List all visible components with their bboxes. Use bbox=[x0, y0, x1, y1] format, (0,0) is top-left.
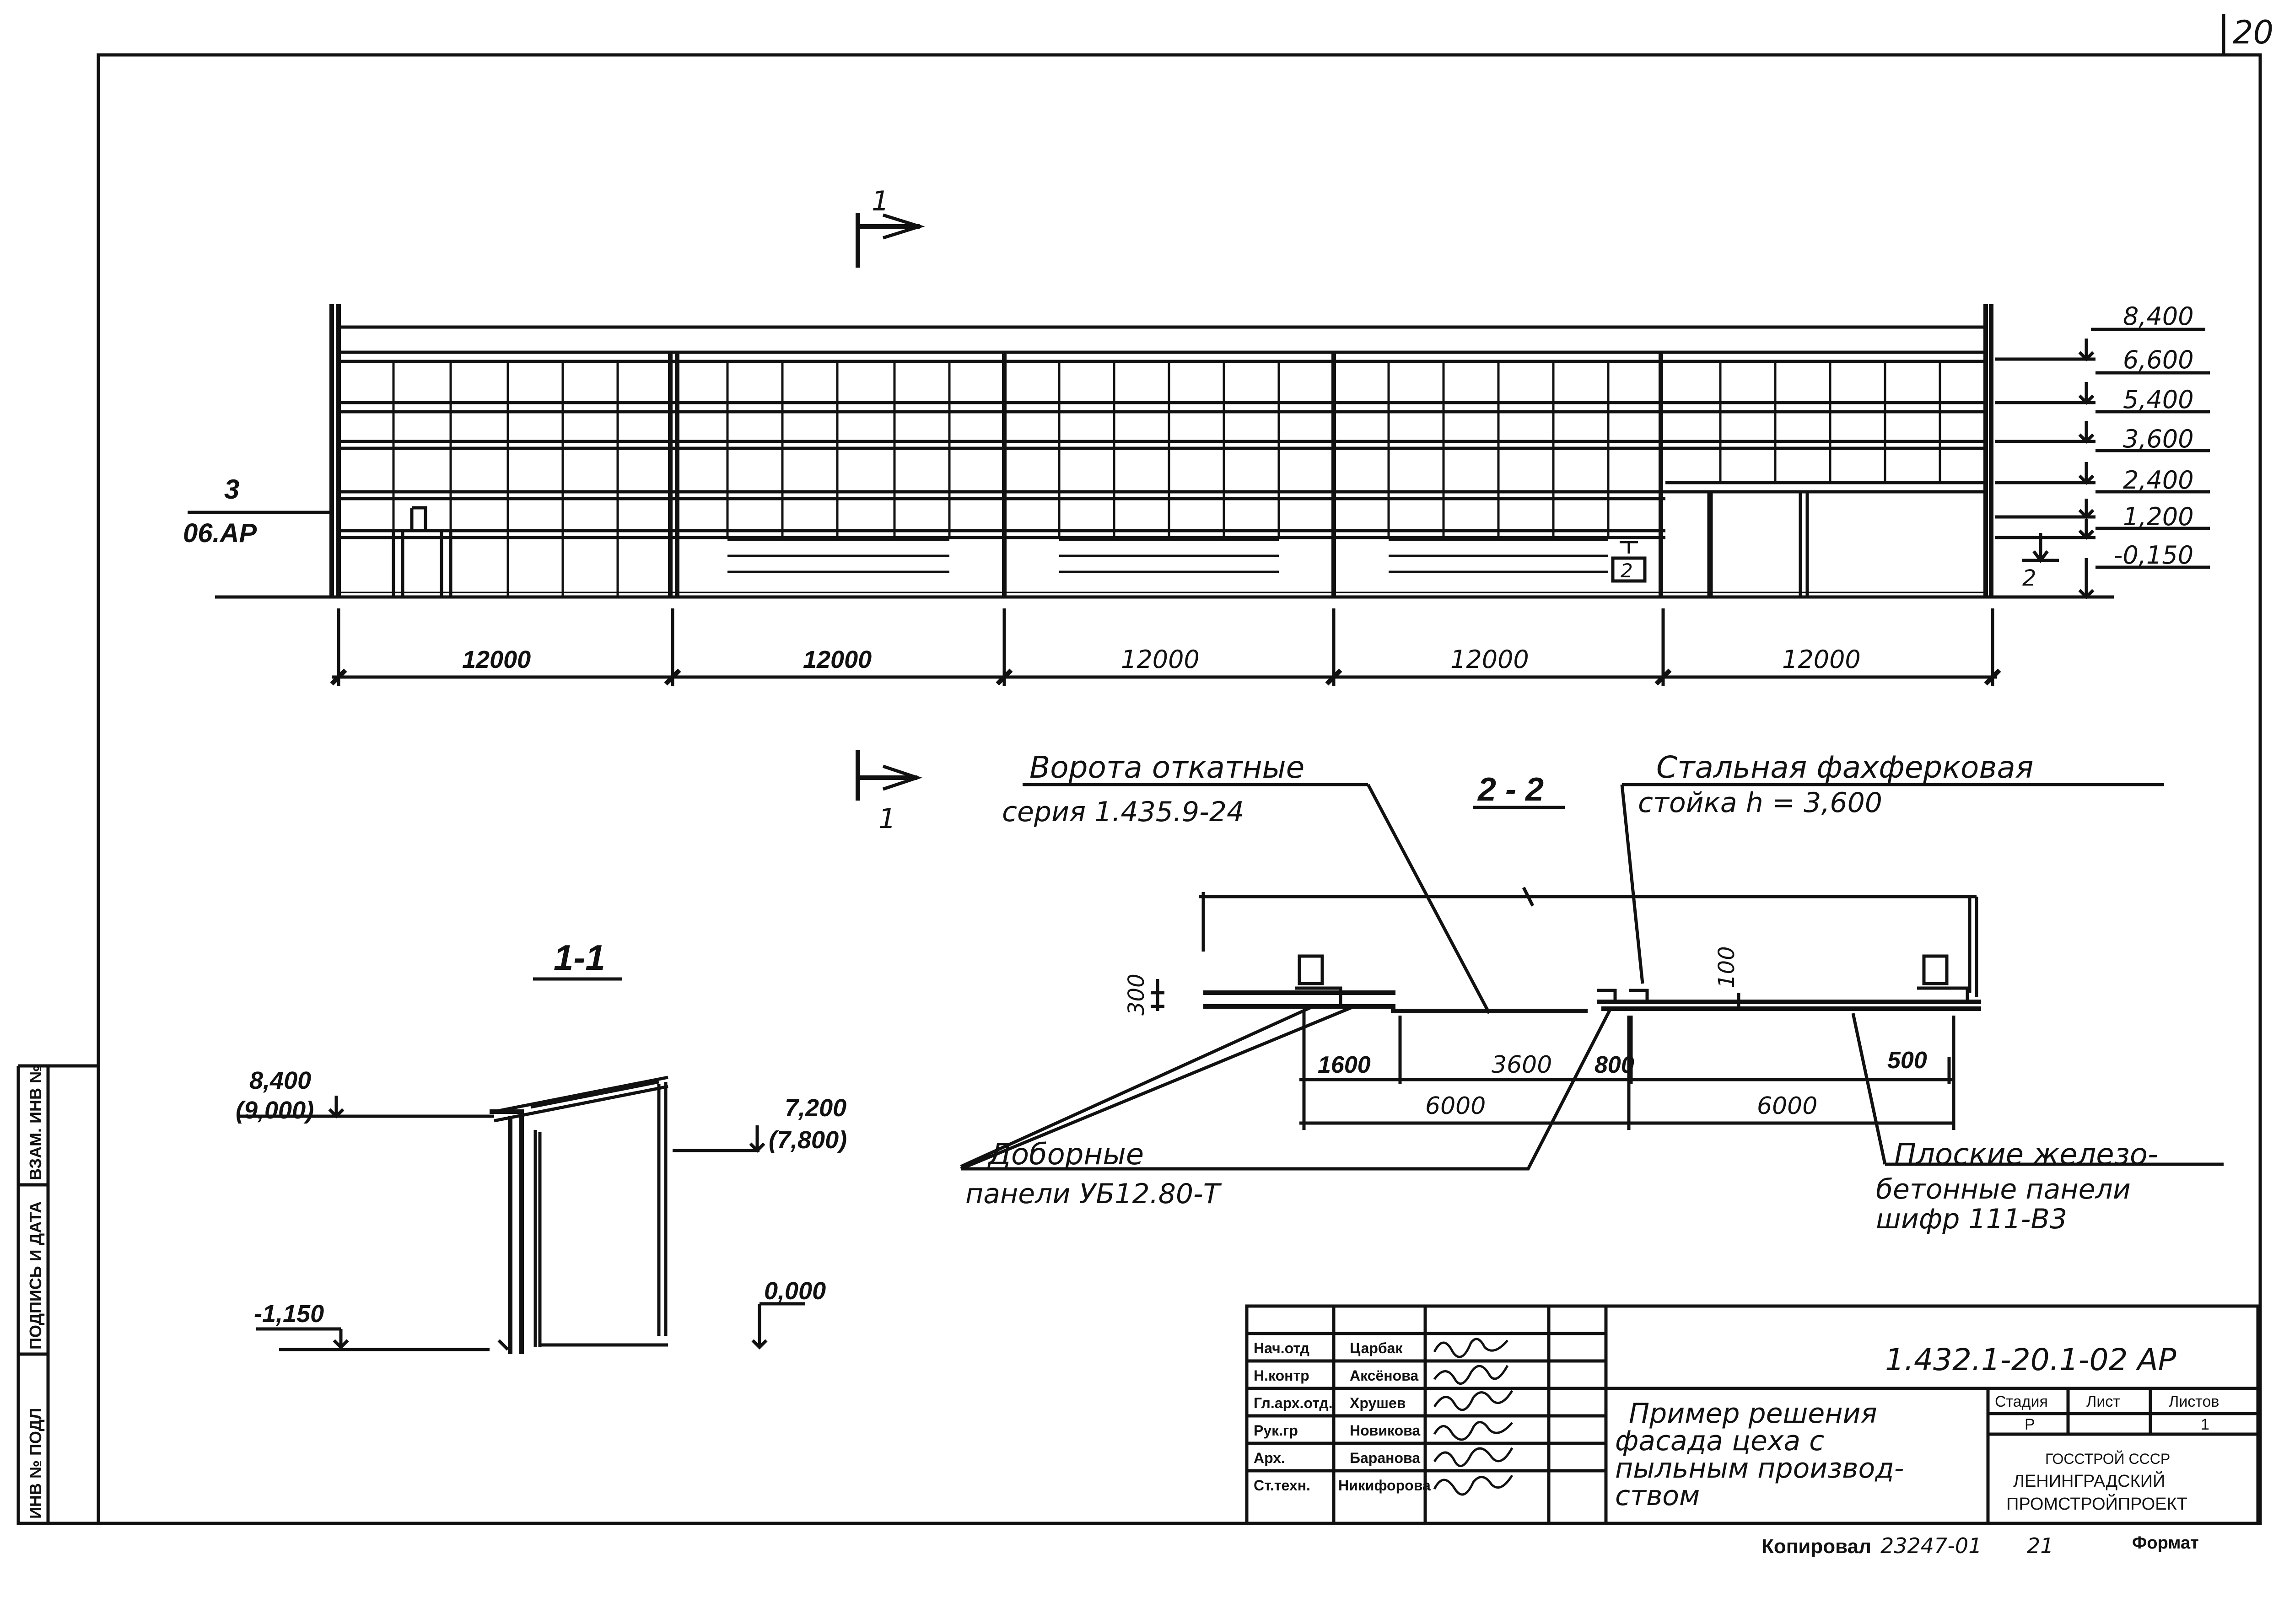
facade-elevation: 2 1 1 3 06.АР 8,400 6,600 5,400 3,600 bbox=[183, 185, 2210, 835]
doc-title-3: пыльным производ- bbox=[1615, 1452, 1904, 1484]
tb-name-1: Аксёнова bbox=[1350, 1367, 1418, 1384]
sliding-gate bbox=[1665, 490, 1986, 597]
section-2-2-title: 2 - 2 bbox=[1477, 771, 1544, 808]
section-mark-bottom: 1 bbox=[878, 803, 896, 835]
span-dimensions: 12000 12000 12000 12000 12000 bbox=[330, 608, 2001, 686]
span-4: 12000 bbox=[1450, 645, 1529, 674]
tb-role-3: Рук.гр bbox=[1254, 1422, 1298, 1439]
side-stamp: ИНВ № ПОДЛ ПОДПИСЬ И ДАТА ВЗАМ. ИНВ № bbox=[16, 1064, 98, 1525]
footer-copy-suffix: 21 bbox=[2027, 1533, 2054, 1558]
footer-copied-by: Копировал bbox=[1761, 1535, 1871, 1558]
elev-5400: 5,400 bbox=[2123, 385, 2194, 414]
signature-scribbles bbox=[1433, 1338, 1514, 1496]
tb-name-5: Никифорова bbox=[1338, 1477, 1431, 1494]
elev-2400: 2,400 bbox=[2123, 466, 2194, 495]
section-1-1-title: 1-1 bbox=[554, 937, 605, 978]
sheet-footer: Копировал 23247-01 21 Формат bbox=[1761, 1533, 2199, 1558]
doc-code: 1.432.1-20.1-02 АР bbox=[1885, 1342, 2176, 1377]
tb-stage-value: Р bbox=[2025, 1416, 2035, 1433]
tb-role-0: Нач.отд bbox=[1254, 1340, 1309, 1356]
post-label-2: стойка h = 3,600 bbox=[1638, 787, 1882, 819]
doc-title-1: Пример решения bbox=[1629, 1398, 1877, 1430]
sheet-number: 20 bbox=[2233, 14, 2273, 51]
dim-6000-left: 6000 bbox=[1425, 1092, 1486, 1120]
callout-ref: 06.АР bbox=[183, 518, 257, 548]
elev-8400: 8,400 bbox=[2123, 302, 2194, 331]
post-label-1: Стальная фахферковая bbox=[1656, 750, 2033, 785]
dim-300: 300 bbox=[1124, 973, 1149, 1016]
tb-role-5: Ст.техн. bbox=[1254, 1477, 1310, 1494]
stamp-sign-date: ПОДПИСЬ И ДАТА bbox=[26, 1201, 45, 1350]
span-5: 12000 bbox=[1782, 645, 1861, 674]
org-line-2: ЛЕНИНГРАДСКИЙ bbox=[2013, 1470, 2165, 1491]
panels-label-2: панели УБ12.80-Т bbox=[965, 1178, 1222, 1210]
sec11-top-right: 7,200 bbox=[785, 1094, 846, 1122]
sheet-frame: 20 bbox=[97, 14, 2273, 1525]
stamp-inv-orig: ИНВ № ПОДЛ bbox=[26, 1408, 45, 1519]
panels-label-1: Доборные bbox=[987, 1138, 1144, 1172]
elev-minus-0150: -0,150 bbox=[2114, 541, 2193, 570]
tb-role-4: Арх. bbox=[1254, 1450, 1285, 1466]
sec11-bottom-left: -1,150 bbox=[254, 1300, 324, 1328]
tb-role-1: Н.контр bbox=[1254, 1367, 1309, 1384]
facade-marker-2-outside: 2 bbox=[2022, 565, 2036, 591]
window-mullions bbox=[392, 361, 1941, 597]
entrance-door bbox=[392, 529, 452, 597]
flat-label-1: Плоские железо- bbox=[1894, 1138, 2158, 1172]
elev-3600: 3,600 bbox=[2123, 425, 2194, 453]
dim-500: 500 bbox=[1887, 1047, 1927, 1074]
facade-marker-2: 2 bbox=[1621, 559, 1633, 582]
flat-label-3: шифр 111-В3 bbox=[1876, 1203, 2067, 1235]
sec11-bottom-right: 0,000 bbox=[764, 1277, 826, 1305]
gate-label-2: серия 1.435.9-24 bbox=[1002, 796, 1244, 828]
tb-sheets-label: Листов bbox=[2169, 1393, 2219, 1410]
dim-3600: 3600 bbox=[1492, 1051, 1552, 1079]
tb-name-2: Хрушев bbox=[1350, 1395, 1406, 1411]
tb-role-2: Гл.арх.отд. bbox=[1254, 1395, 1333, 1411]
section-2-2: 2 - 2 Ворота откатные серия 1.435.9-24 С… bbox=[960, 750, 2224, 1235]
tb-sheet-label: Лист bbox=[2086, 1393, 2120, 1410]
dim-800: 800 bbox=[1594, 1052, 1634, 1078]
tb-sheets-value: 1 bbox=[2201, 1416, 2209, 1433]
sec11-top-right-paren: (7,800) bbox=[769, 1126, 847, 1154]
elev-1200: 1,200 bbox=[2123, 502, 2194, 531]
gate-label-1: Ворота откатные bbox=[1029, 750, 1304, 785]
doc-title-4: ством bbox=[1615, 1480, 1700, 1512]
section-mark-top: 1 bbox=[872, 185, 889, 217]
elevation-marks: 8,400 6,600 5,400 3,600 2,400 1,200 -0,1… bbox=[1995, 302, 2210, 599]
lower-windows bbox=[727, 538, 1608, 573]
tb-name-0: Царбак bbox=[1350, 1340, 1403, 1356]
span-1: 12000 bbox=[462, 646, 531, 673]
dim-1600: 1600 bbox=[1318, 1052, 1371, 1078]
tb-name-3: Новикова bbox=[1350, 1422, 1420, 1439]
tb-name-4: Баранова bbox=[1350, 1450, 1420, 1466]
dim-6000-right: 6000 bbox=[1757, 1092, 1817, 1120]
footer-format: Формат bbox=[2132, 1533, 2199, 1553]
org-line-1: ГОССТРОЙ СССР bbox=[2045, 1451, 2170, 1467]
sec11-top-left: 8,400 bbox=[249, 1067, 311, 1094]
stamp-replace-inv: ВЗАМ. ИНВ № bbox=[26, 1065, 45, 1180]
tb-stage-label: Стадия bbox=[1995, 1393, 2048, 1410]
flat-label-2: бетонные панели bbox=[1876, 1173, 2131, 1205]
org-line-3: ПРОМСТРОЙПРОЕКТ bbox=[2006, 1493, 2187, 1514]
doc-title-2: фасада цеха с bbox=[1615, 1425, 1824, 1457]
sec11-top-left-paren: (9,000) bbox=[236, 1097, 314, 1124]
elev-6600: 6,600 bbox=[2123, 345, 2194, 374]
span-2: 12000 bbox=[803, 646, 872, 673]
dim-100: 100 bbox=[1714, 946, 1740, 988]
section-1-1: 1-1 8,400 (9,000) 7,200 (7,800) -1,150 0… bbox=[236, 937, 847, 1354]
footer-copy-number: 23247-01 bbox=[1880, 1533, 1982, 1558]
callout-number: 3 bbox=[224, 474, 239, 505]
title-block: Нач.отд Н.контр Гл.арх.отд. Рук.гр Арх. … bbox=[1245, 1304, 2260, 1525]
span-3: 12000 bbox=[1121, 645, 1200, 674]
